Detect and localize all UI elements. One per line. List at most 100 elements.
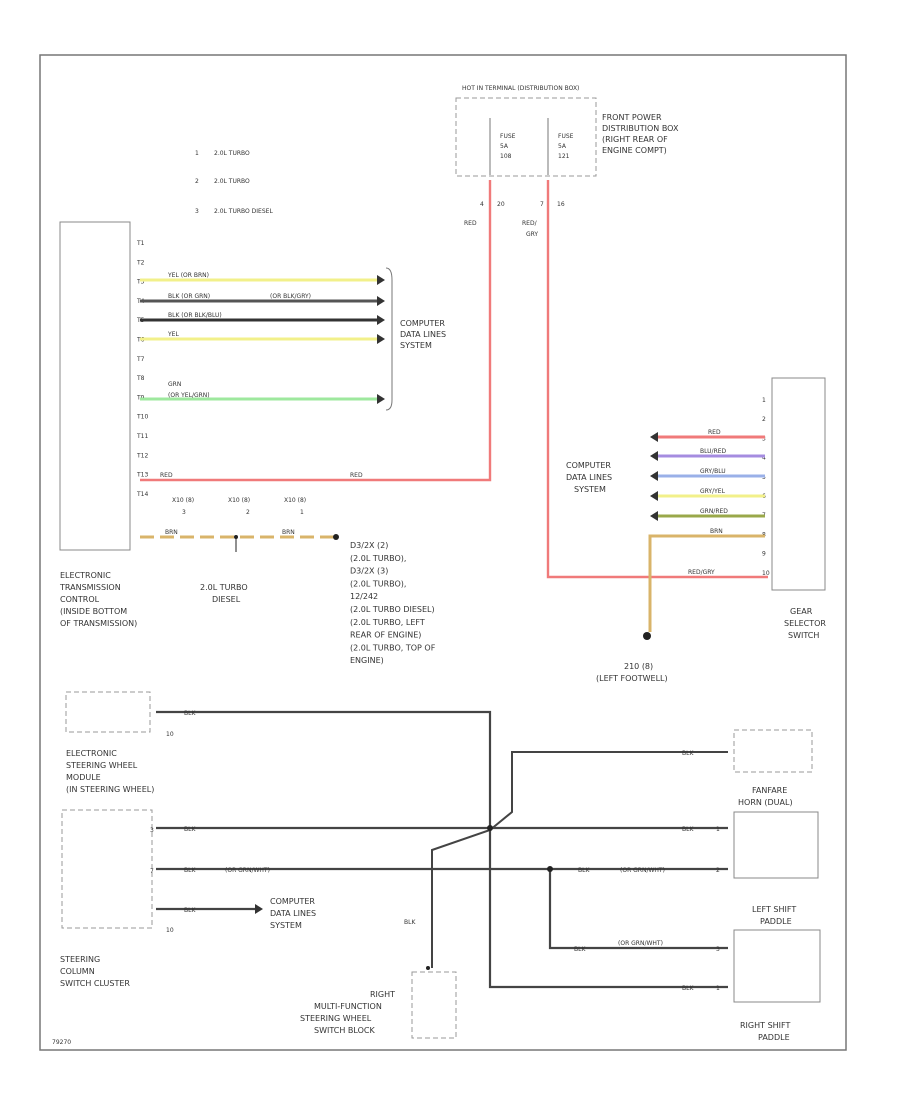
svg-text:YEL: YEL <box>167 331 179 338</box>
svg-text:GEAR: GEAR <box>790 607 813 616</box>
fuse-b-label: FUSE <box>558 133 574 140</box>
svg-text:CONTROL: CONTROL <box>60 595 100 604</box>
svg-text:(IN STEERING WHEEL): (IN STEERING WHEEL) <box>66 785 154 794</box>
svg-text:(INSIDE BOTTOM: (INSIDE BOTTOM <box>60 607 127 616</box>
svg-text:10: 10 <box>166 731 174 738</box>
svg-text:BLU/RED: BLU/RED <box>700 448 727 455</box>
etc-pin-label: T13 <box>136 472 148 479</box>
svg-text:BRN: BRN <box>710 528 723 535</box>
svg-text:7: 7 <box>540 201 544 208</box>
svg-text:COMPUTER: COMPUTER <box>400 319 445 328</box>
gear-pin-label: 4 <box>762 455 766 462</box>
svg-text:RED: RED <box>160 472 173 479</box>
svg-text:(OR GRN/WHT): (OR GRN/WHT) <box>618 940 663 947</box>
steering-wires: BLK BLK BLK (OR GRN/WHT) BLK BLK BLK BLK… <box>156 710 728 992</box>
svg-text:RED: RED <box>350 472 363 479</box>
svg-text:RED/GRY: RED/GRY <box>688 569 715 576</box>
ground-note-line: D3/2X (3) <box>350 567 388 576</box>
etc-pin-label: T8 <box>136 375 145 382</box>
etc-pin-label: T1 <box>136 240 145 247</box>
svg-text:(RIGHT REAR OF: (RIGHT REAR OF <box>602 135 668 144</box>
gear-pin-label: 3 <box>762 435 766 442</box>
steering-column-switch-cluster: 3 7 10 STEERING COLUMN SWITCH CLUSTER <box>60 809 174 988</box>
svg-text:20: 20 <box>497 201 505 208</box>
svg-text:2.0L TURBO: 2.0L TURBO <box>200 583 248 592</box>
ground-note-line: ENGINE) <box>350 656 384 665</box>
svg-text:GRY/YEL: GRY/YEL <box>700 488 726 495</box>
svg-text:10: 10 <box>166 927 174 934</box>
svg-text:STEERING: STEERING <box>60 955 100 964</box>
svg-text:ELECTRONIC: ELECTRONIC <box>66 749 117 758</box>
red-wire-label-left: RED <box>464 220 477 227</box>
svg-text:1: 1 <box>716 826 720 833</box>
svg-text:BLK: BLK <box>578 867 590 874</box>
svg-text:210 (8): 210 (8) <box>624 662 653 671</box>
esw-module: 10 ELECTRONIC STEERING WHEEL MODULE (IN … <box>65 691 174 794</box>
svg-text:DATA LINES: DATA LINES <box>270 909 316 918</box>
etc-pin-label: T10 <box>136 414 148 421</box>
svg-text:BLK: BLK <box>184 867 196 874</box>
etc-pin-label: T2 <box>136 259 145 266</box>
diagram-frame <box>39 54 847 1051</box>
etc-pin-label: T7 <box>136 356 145 363</box>
etc-pin-label: T14 <box>136 491 148 498</box>
svg-text:3: 3 <box>716 946 720 953</box>
svg-text:OF TRANSMISSION): OF TRANSMISSION) <box>60 619 137 628</box>
gear-pin-label: 9 <box>762 551 766 558</box>
etc-pin-label: T12 <box>136 452 148 459</box>
svg-text:X10 (8): X10 (8) <box>284 497 306 504</box>
svg-text:16: 16 <box>557 201 565 208</box>
svg-text:2: 2 <box>195 178 199 185</box>
fanfare-horn: FANFARE HORN (DUAL) <box>733 729 819 879</box>
hot-terminal-label: HOT IN TERMINAL (DISTRIBUTION BOX) <box>462 85 579 92</box>
svg-text:SWITCH: SWITCH <box>788 631 819 640</box>
left-shift-paddle: LEFT SHIFT PADDLE <box>733 905 821 1003</box>
ground-note-line: (2.0L TURBO, LEFT <box>350 618 425 627</box>
front-power-label: FRONT POWER <box>602 113 662 122</box>
gear-pin-label: 2 <box>762 416 766 423</box>
engine-variant-legend: 1 2.0L TURBO 2 2.0L TURBO 3 2.0L TURBO D… <box>195 150 273 215</box>
svg-text:BLK: BLK <box>404 919 416 926</box>
ground-note-line: REAR OF ENGINE) <box>350 631 421 640</box>
svg-text:GRN/RED: GRN/RED <box>700 508 728 515</box>
svg-text:4: 4 <box>480 201 484 208</box>
svg-text:MODULE: MODULE <box>66 773 101 782</box>
svg-text:1: 1 <box>195 150 199 157</box>
svg-text:3: 3 <box>195 208 199 215</box>
ground-note-line: D3/2X (2) <box>350 541 388 550</box>
svg-text:GRY/BLU: GRY/BLU <box>700 468 726 475</box>
svg-text:YEL (OR BRN): YEL (OR BRN) <box>167 272 209 279</box>
ground-note-line: (2.0L TURBO), <box>350 579 406 588</box>
figure-id: 79270 <box>52 1039 71 1046</box>
svg-text:TRANSMISSION: TRANSMISSION <box>59 583 121 592</box>
svg-text:LEFT SHIFT: LEFT SHIFT <box>752 905 796 914</box>
svg-text:7: 7 <box>150 868 154 875</box>
svg-text:GRN: GRN <box>168 381 181 388</box>
svg-text:SYSTEM: SYSTEM <box>270 921 302 930</box>
ground-note-line: 12/242 <box>350 592 378 601</box>
svg-text:5A: 5A <box>558 143 567 150</box>
svg-text:DATA LINES: DATA LINES <box>400 330 446 339</box>
svg-text:DIESEL: DIESEL <box>212 595 241 604</box>
right-multifunction-switch-block: RIGHT MULTI-FUNCTION STEERING WHEEL SWIT… <box>300 966 457 1039</box>
svg-text:BLK (OR GRN): BLK (OR GRN) <box>168 293 210 300</box>
etc-pin-label: T11 <box>136 433 148 440</box>
svg-text:2: 2 <box>716 867 720 874</box>
svg-text:COMPUTER: COMPUTER <box>566 461 611 470</box>
svg-text:PADDLE: PADDLE <box>758 1033 790 1042</box>
svg-text:SWITCH CLUSTER: SWITCH CLUSTER <box>60 979 130 988</box>
svg-text:FANFARE: FANFARE <box>752 786 787 795</box>
svg-text:(OR BLK/GRY): (OR BLK/GRY) <box>270 293 311 300</box>
svg-text:DISTRIBUTION BOX: DISTRIBUTION BOX <box>602 124 679 133</box>
etc-ground-wire: BRN BRN X10 (8) X10 (8) X10 (8) 3 2 1 2.… <box>140 497 436 665</box>
svg-text:RED: RED <box>708 429 721 436</box>
svg-text:BLK (OR BLK/BLU): BLK (OR BLK/BLU) <box>168 312 222 319</box>
svg-text:BLK: BLK <box>682 750 694 757</box>
red-power-wires: RED RED <box>140 180 768 579</box>
etc-pin-label: T3 <box>136 279 145 286</box>
svg-text:BLK: BLK <box>184 710 196 717</box>
transmission-control-module: T1T2T3T4T5T6T7T8T9T10T11T12T13T14 ELECTR… <box>59 221 148 628</box>
gear-data-wires: RED BLU/RED GRY/BLU GRY/YEL GRN/RED COMP… <box>566 429 765 683</box>
